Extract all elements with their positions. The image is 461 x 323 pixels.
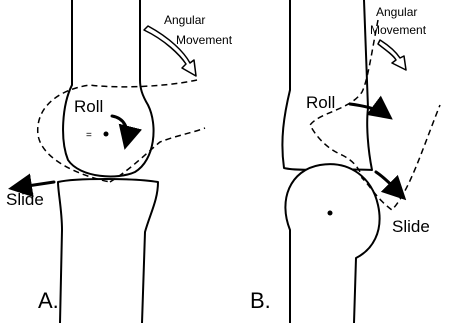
panel-b-lower-bone <box>285 164 379 323</box>
panel-a-slide-label: Slide <box>6 190 44 209</box>
panel-b-slide-label: Slide <box>392 217 430 236</box>
panel-a-lower-bone <box>58 179 158 323</box>
panel-b-angular-label-line1: Angular <box>376 5 417 19</box>
panel-b-slide-arrow <box>376 172 402 196</box>
panel-a-angular-label-line2: Movement <box>176 33 233 47</box>
panel-a-letter: A. <box>38 288 59 313</box>
panel-a-equals-mark: = <box>86 130 92 141</box>
panel-a-roll-label: Roll <box>74 97 103 116</box>
panel-b-roll-label: Roll <box>306 93 335 112</box>
panel-a-angular-label-line1: Angular <box>164 13 205 27</box>
panel-b-letter: B. <box>250 288 271 313</box>
panel-a-slide-arrow <box>14 182 54 188</box>
panel-a: = Angular Movement Roll Slide A. <box>6 0 233 323</box>
panel-b-angular-label-line2: Movement <box>370 23 427 37</box>
panel-b-upper-bone <box>282 0 372 170</box>
panel-a-center-dot <box>104 132 109 137</box>
panel-b-angular-movement-arrow <box>378 40 406 70</box>
panel-b: Angular Movement Roll Slide B. <box>250 0 440 323</box>
panel-b-center-dot <box>328 211 333 216</box>
